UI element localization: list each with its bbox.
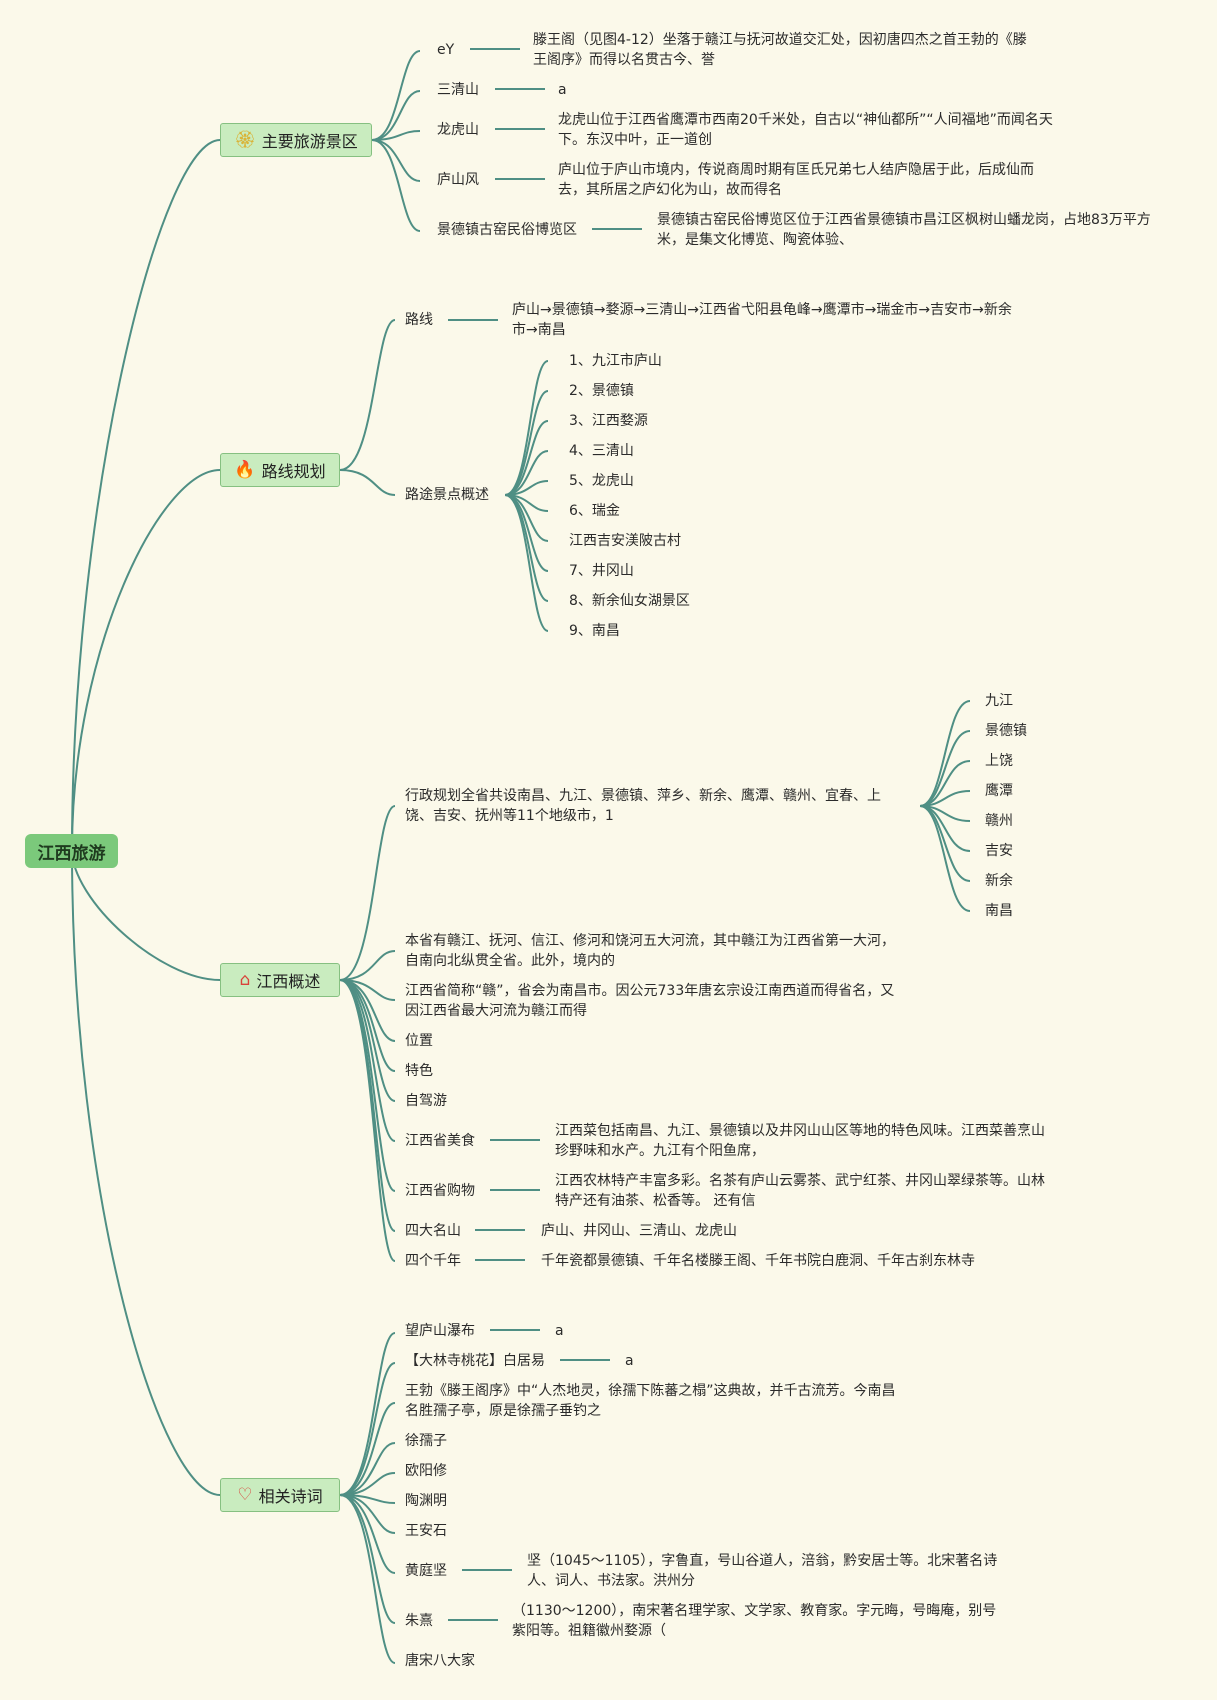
- scenic-item-desc: a: [558, 82, 567, 98]
- tang-song-masters[interactable]: 唐宋八大家: [405, 1653, 475, 1669]
- poem-waterfall[interactable]: 望庐山瀑布: [405, 1323, 475, 1339]
- shopping-desc: 江西农林特产丰富多彩。名茶有庐山云雾茶、武宁红茶、井冈山翠绿茶等。山林特产还有油…: [555, 1173, 1045, 1209]
- mountains-label[interactable]: 四大名山: [405, 1223, 461, 1239]
- food-desc: 江西菜包括南昌、九江、景德镇以及井冈山山区等地的特色风味。江西菜善烹山珍野味和水…: [555, 1123, 1045, 1159]
- city-item[interactable]: 吉安: [985, 843, 1013, 859]
- self-drive-item[interactable]: 自驾游: [405, 1093, 447, 1109]
- poet-zhu-desc: （1130～1200），南宋著名理学家、文学家、教育家。字元晦，号晦庵，别号 紫…: [512, 1603, 997, 1639]
- route-stop[interactable]: 8、新余仙女湖景区: [569, 593, 690, 609]
- poet-item[interactable]: 欧阳修: [405, 1463, 447, 1479]
- wangbo-text[interactable]: 王勃《滕王阁序》中“人杰地灵，徐孺下陈蕃之榻”这典故，并千古流芳。今南昌名胜孺子…: [405, 1383, 896, 1419]
- scenic-item-desc: 龙虎山位于江西省鹰潭市西南20千米处，自古以“神仙都所”“人间福地”而闻名天下。…: [558, 112, 1053, 148]
- branch-label: 路线规划: [261, 462, 326, 481]
- admin-division-text[interactable]: 行政规划全省共设南昌、九江、景德镇、萍乡、新余、鹰潭、赣州、宜春、上饶、吉安、抚…: [405, 788, 881, 824]
- food-label[interactable]: 江西省美食: [405, 1133, 475, 1149]
- city-item[interactable]: 九江: [985, 693, 1013, 709]
- route-stop[interactable]: 4、三清山: [569, 443, 634, 459]
- scenic-item-label[interactable]: eY: [437, 42, 455, 58]
- branch-jiangxi-overview[interactable]: ⌂ 江西概述: [220, 963, 340, 997]
- route-stop[interactable]: 3、江西婺源: [569, 413, 648, 429]
- route-overview-label[interactable]: 路途景点概述: [405, 487, 489, 503]
- route-stop[interactable]: 5、龙虎山: [569, 473, 634, 489]
- branch-related-poetry[interactable]: ♡ 相关诗词: [220, 1478, 340, 1512]
- rivers-text[interactable]: 本省有赣江、抚河、信江、修河和饶河五大河流，其中赣江为江西省第一大河，自南向北纵…: [405, 933, 895, 969]
- scenic-item-desc: 庐山位于庐山市境内，传说商周时期有匡氏兄弟七人结庐隐居于此，后成仙而去，其所居之…: [558, 162, 1034, 198]
- scenic-item-desc: 滕王阁（见图4-12）坐落于赣江与抚河故道交汇处，因初唐四杰之首王勃的《滕王阁序…: [533, 32, 1027, 68]
- poet-item[interactable]: 陶渊明: [405, 1493, 447, 1509]
- branch-label: 江西概述: [256, 972, 321, 991]
- route-stop[interactable]: 2、景德镇: [569, 383, 634, 399]
- route-path-text: 庐山→景德镇→婺源→三清山→江西省弋阳县龟峰→鹰潭市→瑞金市→吉安市→新余市→南…: [512, 302, 1012, 338]
- poet-huang-desc: 坚（1045～1105），字鲁直，号山谷道人，涪翁，黔安居士等。北宋著名诗人、词…: [527, 1553, 998, 1589]
- route-stop[interactable]: 9、南昌: [569, 623, 620, 639]
- poem-peach-blossom[interactable]: 【大林寺桃花】白居易: [405, 1353, 545, 1369]
- scenic-item-label[interactable]: 庐山风: [437, 172, 479, 188]
- award-medal-icon: 🏵: [234, 129, 256, 150]
- city-item[interactable]: 南昌: [985, 903, 1013, 919]
- root-node[interactable]: 江西旅游: [25, 834, 118, 868]
- poet-zhu-label[interactable]: 朱熹: [405, 1613, 433, 1629]
- city-item[interactable]: 上饶: [985, 753, 1013, 769]
- branch-label: 相关诗词: [258, 1487, 323, 1506]
- city-item[interactable]: 鹰潭: [985, 783, 1013, 799]
- scenic-item-label[interactable]: 龙虎山: [437, 122, 479, 138]
- route-stop[interactable]: 江西吉安渼陂古村: [569, 533, 681, 549]
- poem-waterfall-desc: a: [555, 1323, 564, 1339]
- location-item[interactable]: 位置: [405, 1033, 433, 1049]
- poet-item[interactable]: 王安石: [405, 1523, 447, 1539]
- branch-route-planning[interactable]: 🔥 路线规划: [220, 453, 340, 487]
- scenic-item-label[interactable]: 三清山: [437, 82, 479, 98]
- features-item[interactable]: 特色: [405, 1063, 433, 1079]
- home-icon: ⌂: [239, 969, 251, 990]
- poem-peach-desc: a: [625, 1353, 634, 1369]
- poet-item[interactable]: 徐孺子: [405, 1433, 447, 1449]
- shopping-label[interactable]: 江西省购物: [405, 1183, 475, 1199]
- route-stop[interactable]: 7、井冈山: [569, 563, 634, 579]
- millennia-label[interactable]: 四个千年: [405, 1253, 461, 1269]
- heart-icon: ♡: [237, 1484, 253, 1505]
- millennia-desc: 千年瓷都景德镇、千年名楼滕王阁、千年书院白鹿洞、千年古刹东林寺: [541, 1253, 975, 1269]
- route-stop[interactable]: 6、瑞金: [569, 503, 620, 519]
- branch-label: 主要旅游景区: [261, 132, 358, 151]
- city-item[interactable]: 赣州: [985, 813, 1013, 829]
- scenic-item-desc: 景德镇古窑民俗博览区位于江西省景德镇市昌江区枫树山蟠龙岗，占地83万平方米，是集…: [657, 212, 1151, 248]
- mountains-desc: 庐山、井冈山、三清山、龙虎山: [541, 1223, 737, 1239]
- city-item[interactable]: 新余: [985, 873, 1013, 889]
- fire-icon: 🔥: [234, 459, 256, 480]
- abbreviation-text[interactable]: 江西省简称“赣”，省会为南昌市。因公元733年唐玄宗设江南西道而得省名，又因江西…: [405, 983, 895, 1019]
- scenic-item-label[interactable]: 景德镇古窑民俗博览区: [437, 222, 577, 238]
- route-stop[interactable]: 1、九江市庐山: [569, 353, 662, 369]
- branch-scenic-areas[interactable]: 🏵 主要旅游景区: [220, 123, 372, 157]
- poet-huang-label[interactable]: 黄庭坚: [405, 1563, 447, 1579]
- route-path-label[interactable]: 路线: [405, 312, 433, 328]
- city-item[interactable]: 景德镇: [985, 723, 1027, 739]
